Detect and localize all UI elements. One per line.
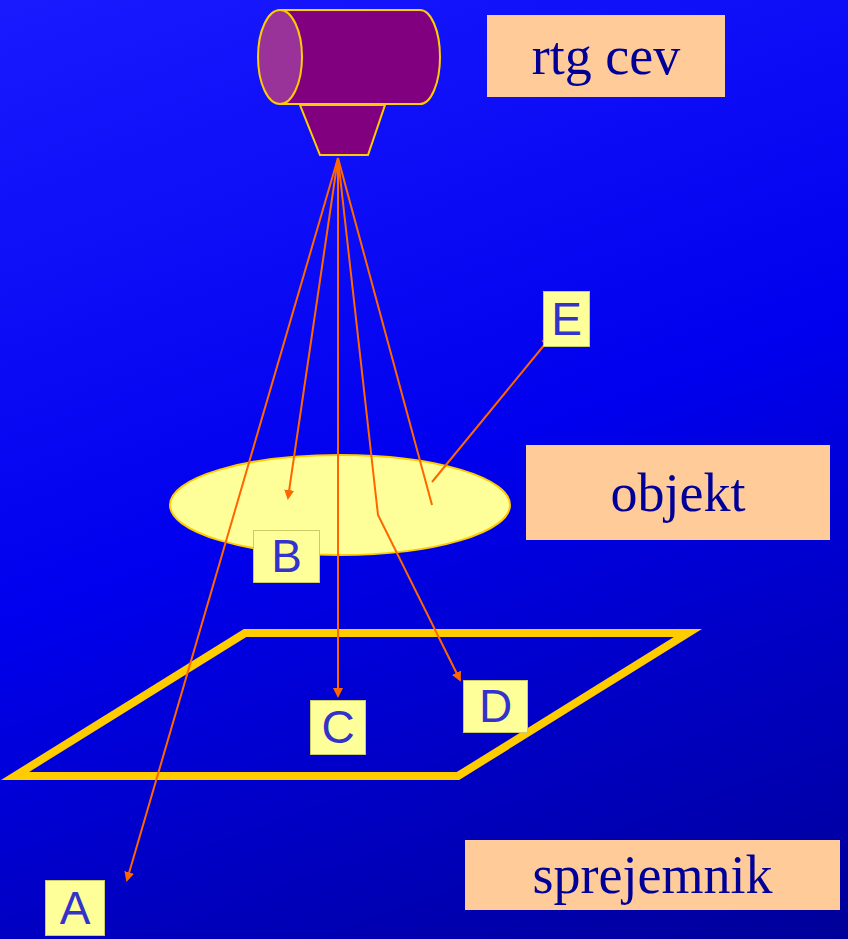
label-box: objekt (526, 445, 830, 540)
callout-text: C (321, 702, 354, 753)
callout-letter: D (463, 680, 528, 733)
label-text: sprejemnik (533, 844, 773, 906)
callout-text: B (271, 531, 302, 582)
label-box: sprejemnik (465, 840, 840, 910)
xray-rays (127, 158, 550, 880)
callout-letter: B (253, 530, 320, 583)
callout-letter: A (45, 880, 105, 936)
label-box: rtg cev (487, 15, 725, 97)
callout-letter: C (310, 700, 366, 755)
object-ellipse (170, 455, 510, 555)
label-text: rtg cev (532, 25, 680, 87)
callout-text: E (551, 294, 582, 345)
receptor-plate (15, 633, 688, 776)
xray-tube (258, 10, 440, 155)
callout-text: D (479, 681, 512, 732)
callout-text: A (60, 883, 91, 934)
label-text: objekt (611, 462, 746, 524)
callout-letter: E (543, 291, 590, 347)
